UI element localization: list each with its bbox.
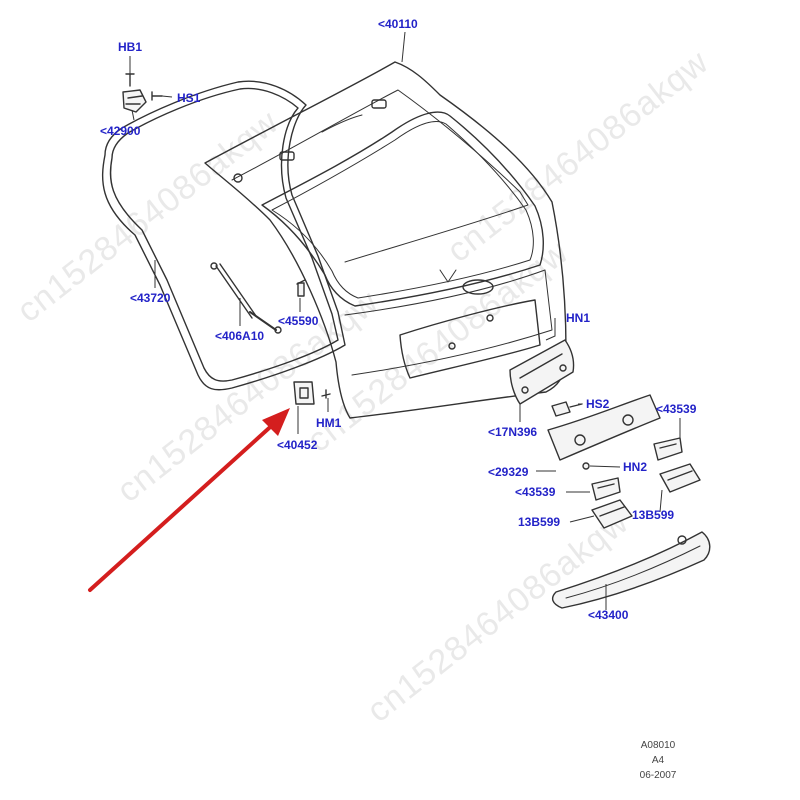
stamp-size: A4: [651, 755, 665, 766]
callout-29329: <29329: [488, 465, 529, 479]
callout-43720: <43720: [130, 291, 171, 305]
callout-hb1: HB1: [118, 40, 143, 54]
stamp-code: A08010: [640, 740, 676, 751]
callout-40110: <40110: [378, 17, 418, 31]
callout-13b599-right: 13B599: [632, 508, 675, 522]
plate-lamp-upper: [653, 437, 683, 461]
callout-13b599-left: 13B599: [518, 515, 561, 529]
plate-lamp-lower: [591, 477, 621, 501]
callout-45590: <45590: [278, 314, 319, 328]
stamp-date: 06-2007: [639, 770, 677, 781]
plate-nut: [582, 462, 590, 470]
callout-hn1: HN1: [566, 311, 591, 325]
weatherstrip-seal: [101, 80, 346, 391]
callout-hn2: HN2: [623, 460, 648, 474]
trim-bracket-left: [591, 499, 633, 529]
gas-strut: [210, 262, 282, 334]
callout-43539-top: <43539: [656, 402, 697, 416]
leader-lines: [129, 31, 681, 610]
latch-striker: [293, 381, 331, 405]
liftgate-door: [204, 61, 567, 419]
trim-bracket-right: [659, 463, 701, 493]
highlight-arrow: [88, 408, 290, 592]
plate-bracket: [509, 339, 575, 405]
callout-40452: <40452: [277, 438, 318, 452]
callout-43539-mid: <43539: [515, 485, 556, 499]
bracket-bolt: [551, 401, 583, 417]
callout-406a10: <406A10: [215, 329, 265, 343]
hinge-assembly: [122, 73, 163, 113]
callout-hm1: HM1: [316, 416, 342, 430]
callout-17n396: <17N396: [488, 425, 538, 439]
callout-43400: <43400: [588, 608, 629, 622]
callout-hs1: HS1: [177, 91, 201, 105]
license-plate-panel: [547, 394, 661, 461]
callout-hs2: HS2: [586, 397, 610, 411]
strut-clip: [296, 279, 306, 297]
callout-42900: <42900: [100, 124, 141, 138]
tailgate-trim-bar: [551, 531, 711, 609]
